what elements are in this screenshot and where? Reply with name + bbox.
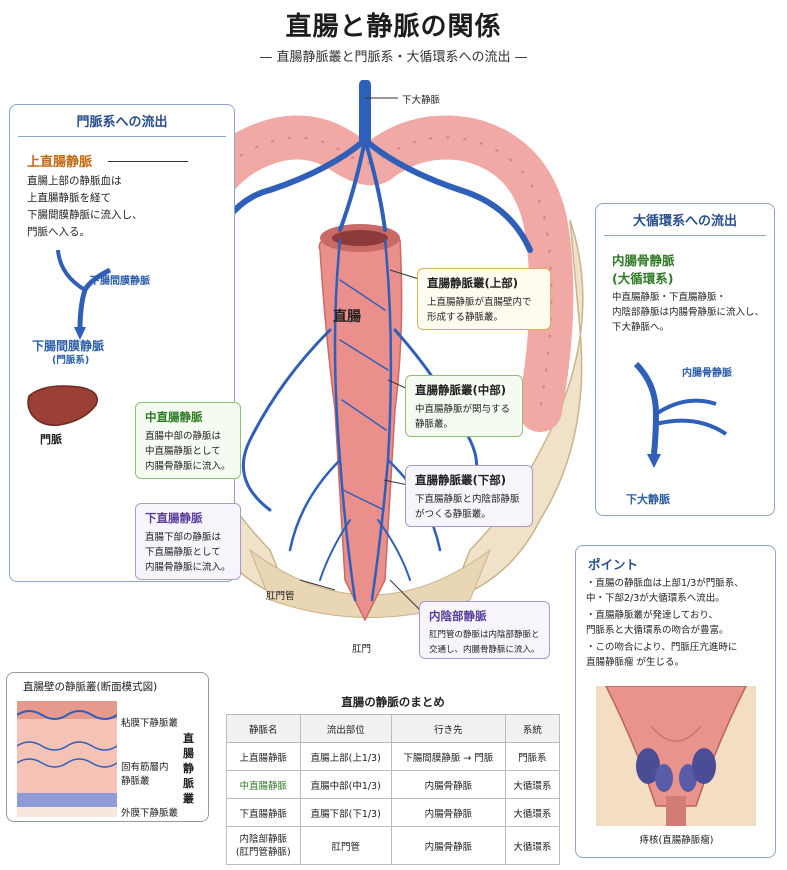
table-header: 系統: [504, 714, 561, 743]
table-cell: 大循環系: [504, 826, 561, 865]
systemic-vein-diagram: [633, 361, 728, 468]
table-cell: 内陰部静脈 (肛門管静脈): [226, 826, 301, 865]
table-cell: 直腸下部(下1/3): [299, 798, 392, 827]
table-header: 流出部位: [299, 714, 392, 743]
middle-rectal-vein-callout: 中直腸静脈 直腸中部の静脈は中直腸静脈として内腸骨静脈に流入。: [135, 402, 241, 479]
hemorrhoid-illustration: [596, 686, 756, 826]
points-panel: ポイント ・直腸の静脈血は上部1/3が門脈系、 中・下部2/3が大循環系へ流出。…: [575, 545, 776, 858]
table-cell: 大循環系: [504, 770, 561, 799]
portal-outflow-heading: 門脈系への流出: [18, 105, 226, 137]
table-cell: 直腸中部(中1/3): [299, 770, 392, 799]
muscular-plexus-label: 固有筋層内 静脈叢: [121, 762, 169, 787]
table-cell: 中直腸静脈: [226, 770, 301, 799]
ivc-label: 下大静脈: [402, 95, 441, 106]
point-item: ・直腸の静脈血は上部1/3が門脈系、 中・下部2/3が大循環系へ流出。: [586, 578, 744, 604]
portal-vein-diagram: [56, 249, 112, 340]
table-row: 内陰部静脈 (肛門管静脈) 肛門管 内腸骨静脈 大循環系: [226, 826, 561, 865]
cross-section-heading: 直腸壁の静脈叢(断面模式図): [23, 681, 158, 693]
liver-icon: [27, 385, 98, 427]
table-cell: 直腸上部(上1/3): [299, 742, 392, 771]
table-cell: 肛門管: [299, 826, 392, 865]
cross-section-panel: 直腸壁の静脈叢(断面模式図) 粘膜下静脈叢 固有筋層内 静脈叢 外膜下静脈叢 直…: [6, 672, 209, 822]
pelvis-floor: [248, 548, 492, 618]
portal-result-label: 下腸間膜静脈: [32, 339, 105, 353]
superior-rectal-vein-label: 上直腸静脈: [27, 155, 93, 170]
page-subtitle: — 直腸静脈叢と門脈系・大循環系への流出 —: [259, 50, 528, 65]
internal-pudendal-vein-callout: 内陰部静脈 肛門管の静脈は内陰部静脈と交通し、内腸骨静脈に流入。: [419, 601, 550, 659]
plexus-upper-callout: 直腸静脈叢(上部) 上直腸静脈が直腸壁内で形成する静脈叢。: [417, 268, 551, 330]
summary-table: 静脈名 流出部位 行き先 系統 上直腸静脈 直腸上部(上1/3) 下腸間膜静脈 …: [226, 714, 561, 865]
rectum-label: 直腸: [333, 309, 361, 325]
systemic-outflow-desc: 中直腸静脈・下直腸静脈・ 内陰部静脈は内腸骨静脈に流入し、 下大静脈へ。: [612, 292, 765, 333]
point-item: ・この吻合により、門脈圧亢進時に 直腸静脈瘤 が生じる。: [586, 642, 738, 668]
portal-result-sub: (門脈系): [52, 355, 90, 366]
summary-title: 直腸の静脈のまとめ: [341, 695, 445, 709]
table-cell: 門脈系: [504, 742, 561, 771]
page-title: 直腸と静脈の関係: [285, 12, 502, 42]
table-cell: 内腸骨静脈: [390, 826, 506, 865]
table-header: 静脈名: [226, 714, 301, 743]
submucosal-plexus-label: 粘膜下静脈叢: [121, 718, 179, 729]
table-cell: 内腸骨静脈: [390, 770, 506, 799]
portal-outflow-desc: 直腸上部の静脈血は 上直腸静脈を経て 下腸間膜静脈に流入し、 門脈へ入る。: [27, 175, 143, 238]
systemic-result-label: 下大静脈: [626, 493, 670, 506]
table-cell: 下腸間膜静脈 → 門脈: [390, 742, 506, 771]
table-header: 行き先: [390, 714, 506, 743]
systemic-outflow-heading: 大循環系への流出: [604, 204, 766, 236]
portal-diagram-label: 下腸間膜静脈: [90, 276, 150, 287]
internal-iliac-vein-label: 内腸骨静脈: [612, 253, 675, 268]
systemic-outflow-panel: 大循環系への流出 内腸骨静脈 (大循環系) 中直腸静脈・下直腸静脈・ 内陰部静脈…: [595, 203, 775, 516]
anus-label: 肛門: [352, 644, 372, 655]
plexus-lower-callout: 直腸静脈叢(下部) 下直腸静脈と内陰部静脈がつくる静脈叢。: [405, 465, 533, 527]
points-list: ・直腸の静脈血は上部1/3が門脈系、 中・下部2/3が大循環系へ流出。 ・直腸静…: [586, 576, 772, 670]
subadventitial-plexus-label: 外膜下静脈叢: [121, 808, 179, 819]
table-cell: 大循環系: [504, 798, 561, 827]
table-cell: 上直腸静脈: [226, 742, 301, 771]
rectal-plexus-vertical-label: 直 腸 静 脈 叢: [183, 732, 194, 805]
table-cell: 下直腸静脈: [226, 798, 301, 827]
summary-header-row: 静脈名 流出部位 行き先 系統: [226, 714, 561, 743]
inferior-rectal-vein-callout: 下直腸静脈 直腸下部の静脈は下直腸静脈として内腸骨静脈に流入。: [135, 503, 241, 580]
table-row: 上直腸静脈 直腸上部(上1/3) 下腸間膜静脈 → 門脈 門脈系: [226, 742, 561, 771]
internal-iliac-vein-sub: (大循環系): [612, 271, 674, 286]
hemorrhoid-label: 痔核(直腸静脈瘤): [639, 835, 714, 846]
table-row: 中直腸静脈 直腸中部(中1/3) 内腸骨静脈 大循環系: [226, 770, 561, 799]
liver-label: 門脈: [40, 433, 62, 446]
anal-canal-label: 肛門管: [266, 591, 295, 602]
points-heading: ポイント: [588, 557, 639, 572]
point-item: ・直腸静脈叢が発達しており、 門脈系と大循環系の吻合が豊富。: [586, 610, 729, 636]
table-cell: 内腸骨静脈: [390, 798, 506, 827]
table-row: 下直腸静脈 直腸下部(下1/3) 内腸骨静脈 大循環系: [226, 798, 561, 827]
systemic-diagram-label: 内腸骨静脈: [682, 368, 732, 379]
plexus-middle-callout: 直腸静脈叢(中部) 中直腸静脈が関与する静脈叢。: [405, 375, 523, 437]
rectal-wall-cross-section: [17, 701, 117, 817]
portal-outflow-panel: 門脈系への流出 上直腸静脈 直腸上部の静脈血は 上直腸静脈を経て 下腸間膜静脈に…: [9, 104, 235, 582]
